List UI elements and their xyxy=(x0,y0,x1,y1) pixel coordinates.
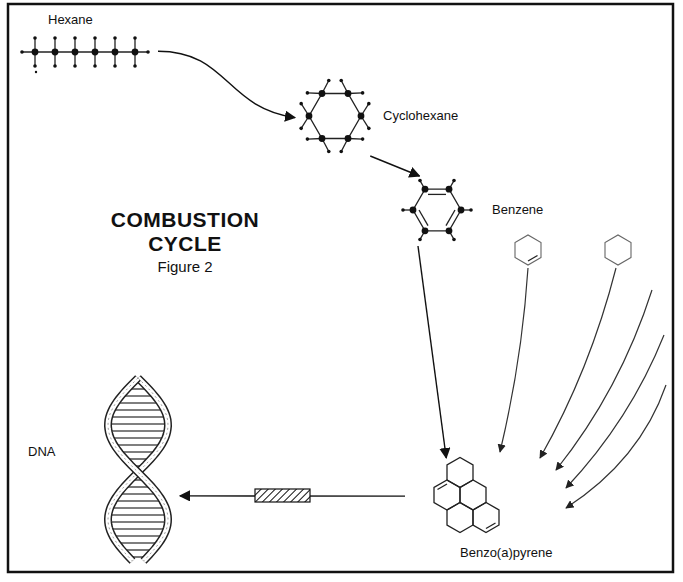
figure-title: COMBUSTION CYCLE xyxy=(105,208,265,256)
molecule-label: Benzo(a)pyrene xyxy=(460,545,553,560)
extra-arrows xyxy=(500,268,666,508)
molecule-label: Cyclohexane xyxy=(383,108,458,123)
molecule-node: Benzene xyxy=(400,176,550,246)
reaction-arrow xyxy=(158,51,295,117)
molecule-node: Hexane xyxy=(18,8,158,80)
figure-frame xyxy=(8,4,673,572)
figure-number: Figure 2 xyxy=(105,258,265,276)
hatched-adduct xyxy=(255,489,310,502)
reaction-arrow xyxy=(418,246,446,458)
molecule-node: DNA xyxy=(20,372,180,564)
reaction-arrow xyxy=(370,156,419,176)
molecule-node: Benzo(a)pyrene xyxy=(405,458,570,564)
molecule-node: Cyclohexane xyxy=(295,76,470,156)
molecule-label: DNA xyxy=(28,444,55,459)
molecule-label: Benzene xyxy=(492,202,543,217)
molecule-label: Hexane xyxy=(48,12,93,27)
